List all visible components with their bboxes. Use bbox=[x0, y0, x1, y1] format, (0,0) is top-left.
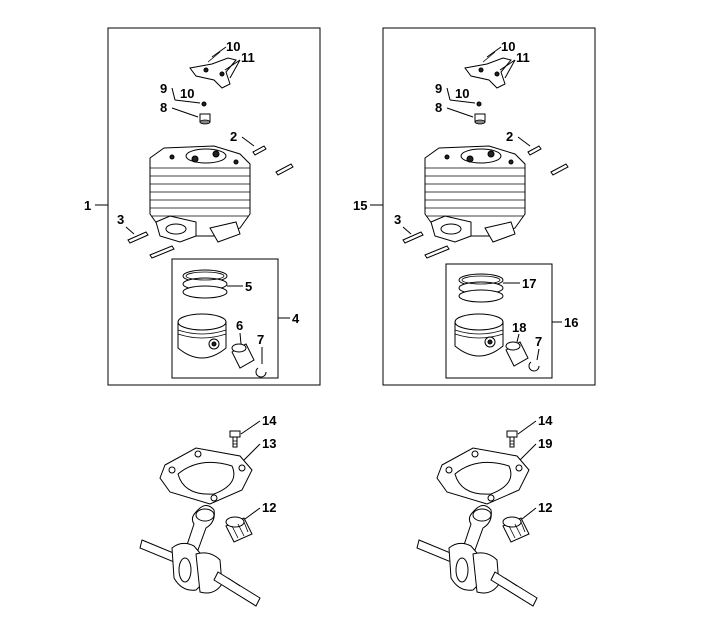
left-piston bbox=[177, 313, 227, 359]
right-needle-bearing bbox=[502, 516, 530, 543]
left-piston-pin bbox=[231, 343, 255, 369]
callout-6: 6 bbox=[236, 318, 243, 333]
left-screw bbox=[229, 430, 241, 448]
callout-7: 7 bbox=[257, 332, 264, 347]
left-bracket bbox=[189, 51, 237, 89]
left-piston-rings bbox=[182, 269, 228, 299]
callout-5: 5 bbox=[245, 279, 252, 294]
right-assembly-frame bbox=[382, 27, 596, 386]
right-pin-lower bbox=[402, 231, 450, 259]
callout-10-mid: 10 bbox=[455, 86, 469, 101]
callout-12: 12 bbox=[538, 500, 552, 515]
callout-14: 14 bbox=[538, 413, 553, 428]
callout-10-mid: 10 bbox=[180, 86, 194, 101]
left-pin-lower bbox=[127, 231, 175, 259]
left-cylinder-group: 1 10 11 9 10 8 2 bbox=[84, 27, 321, 386]
right-piston bbox=[454, 313, 504, 357]
right-screw bbox=[506, 430, 518, 448]
left-circlip bbox=[255, 367, 267, 378]
callout-1: 1 bbox=[84, 198, 91, 213]
right-spark-plug-insert bbox=[474, 113, 486, 125]
right-piston-kit-frame bbox=[445, 263, 553, 379]
callout-13: 13 bbox=[262, 436, 276, 451]
callout-4: 4 bbox=[292, 311, 300, 326]
callout-8: 8 bbox=[160, 100, 167, 115]
callout-2: 2 bbox=[506, 129, 513, 144]
right-piston-pin bbox=[505, 341, 529, 367]
callout-9: 9 bbox=[160, 81, 167, 96]
callout-11: 11 bbox=[516, 50, 530, 65]
callout-3: 3 bbox=[117, 212, 124, 227]
left-assembly-frame bbox=[107, 27, 321, 386]
callout-8: 8 bbox=[435, 100, 442, 115]
right-gasket bbox=[436, 447, 530, 505]
callout-11: 11 bbox=[241, 50, 255, 65]
callout-12: 12 bbox=[262, 500, 276, 515]
callout-9: 9 bbox=[435, 81, 442, 96]
right-pin-upper bbox=[527, 145, 569, 176]
left-crankshaft-group: 14 13 12 bbox=[139, 413, 277, 607]
right-cylinder bbox=[424, 145, 526, 243]
callout-18: 18 bbox=[512, 320, 526, 335]
callout-7: 7 bbox=[535, 334, 542, 349]
left-gasket bbox=[159, 447, 253, 505]
right-bracket bbox=[464, 51, 512, 89]
right-crankshaft bbox=[416, 505, 538, 607]
callout-14: 14 bbox=[262, 413, 277, 428]
callout-10-top: 10 bbox=[501, 39, 515, 54]
left-pin-upper bbox=[252, 145, 294, 176]
callout-16: 16 bbox=[564, 315, 578, 330]
callout-2: 2 bbox=[230, 129, 237, 144]
left-spark-plug-insert bbox=[199, 113, 211, 125]
left-needle-bearing bbox=[225, 516, 253, 543]
callout-17: 17 bbox=[522, 276, 536, 291]
left-cylinder bbox=[149, 145, 251, 243]
callout-15: 15 bbox=[353, 198, 367, 213]
right-circlip bbox=[528, 361, 540, 372]
right-crankshaft-group: 14 19 12 bbox=[416, 413, 553, 607]
callout-10-top: 10 bbox=[226, 39, 240, 54]
callout-3: 3 bbox=[394, 212, 401, 227]
callout-19: 19 bbox=[538, 436, 552, 451]
right-piston-rings bbox=[458, 273, 504, 303]
left-crankshaft bbox=[139, 505, 261, 607]
right-cylinder-group: 15 10 11 9 10 8 2 bbox=[353, 27, 596, 386]
